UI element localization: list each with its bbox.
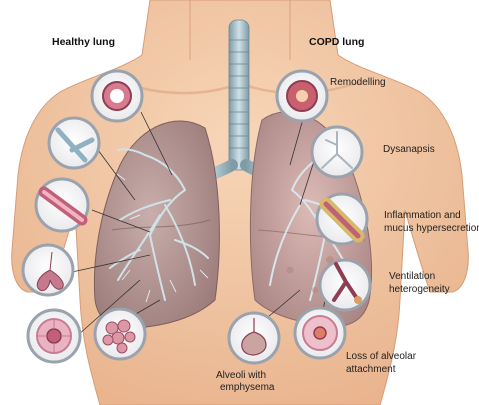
inset-healthy-bronchi <box>47 116 101 170</box>
label-inflammation-2: mucus hypersecretion <box>384 223 479 234</box>
label-inflammation-1: Inflammation and <box>384 210 461 221</box>
inset-copd-inflammation <box>315 192 369 246</box>
heading-copd-lung: COPD lung <box>309 36 365 48</box>
inset-healthy-airway-crosssection <box>90 69 144 123</box>
label-ventilation-1: Ventilation <box>389 271 436 282</box>
label-alveoli-2: emphysema <box>220 382 275 393</box>
inset-copd-dysanapsis <box>310 125 364 179</box>
label-attachment-2: attachment <box>346 364 396 375</box>
label-remodelling: Remodelling <box>330 77 386 88</box>
inset-copd-ventilation <box>318 258 372 312</box>
inset-copd-loss-of-attachment <box>293 306 347 360</box>
inset-copd-emphysema <box>227 311 281 365</box>
inset-copd-remodelling <box>275 69 329 123</box>
inset-healthy-alveoli <box>93 307 147 361</box>
label-alveoli-1: Alveoli with <box>216 370 267 381</box>
inset-healthy-airway-wall <box>34 177 90 233</box>
label-ventilation-2: heterogeneity <box>389 284 450 295</box>
healthy-lung <box>93 120 220 329</box>
heading-healthy-lung: Healthy lung <box>52 36 116 48</box>
inset-healthy-small-airways <box>21 243 75 297</box>
inset-healthy-alveolar-attachment <box>26 308 82 364</box>
label-dysanapsis: Dysanapsis <box>383 144 435 155</box>
label-attachment-1: Loss of alveolar <box>346 351 417 362</box>
